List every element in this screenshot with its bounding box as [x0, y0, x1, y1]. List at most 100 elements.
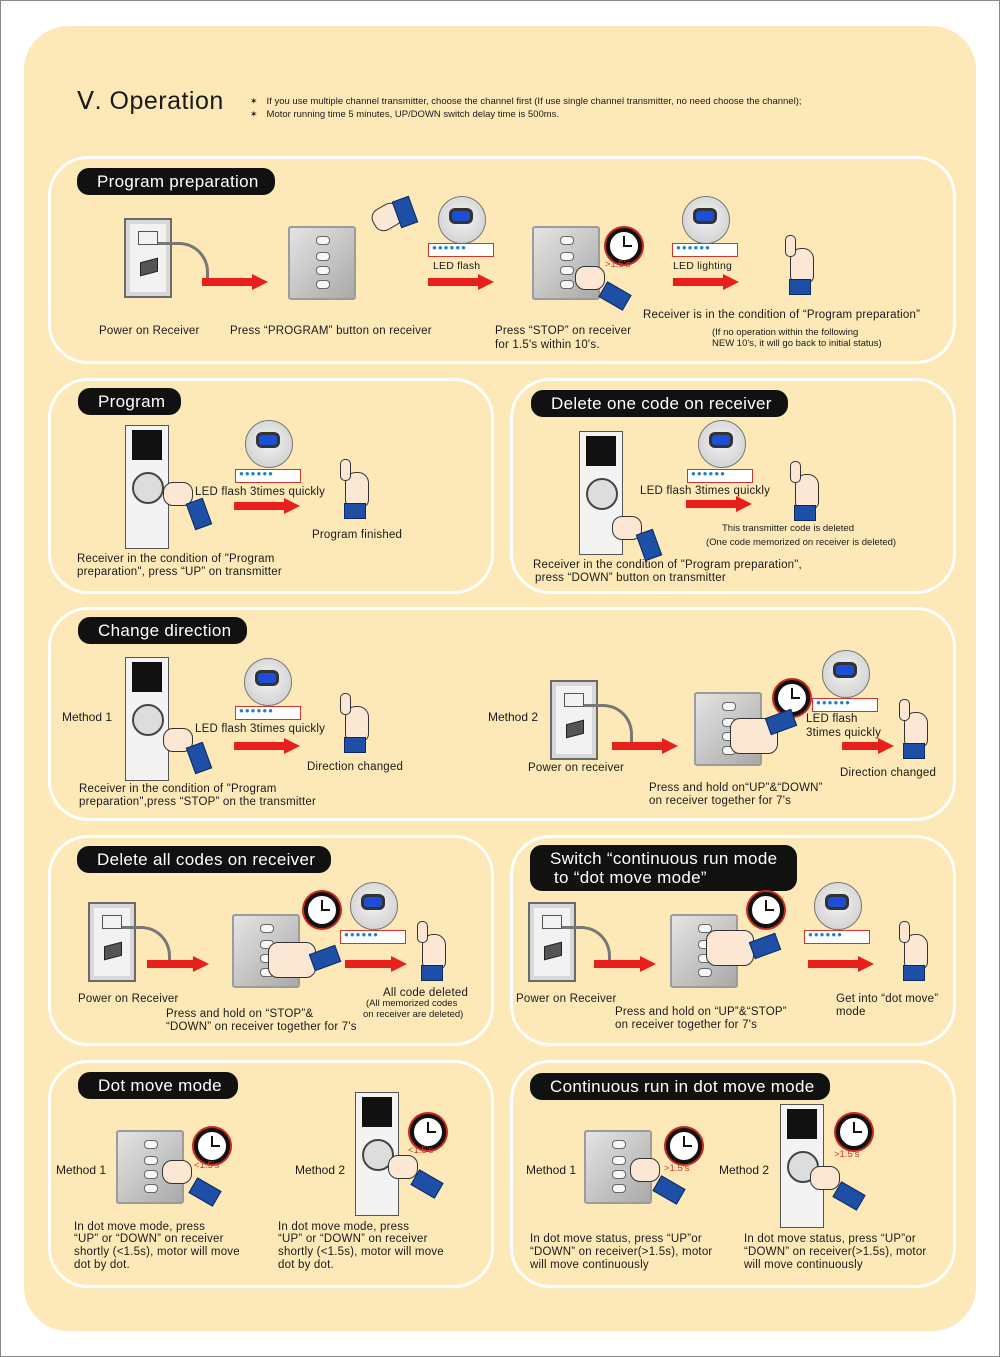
note-text: NEW 10's, it will go back to initial sta… [712, 338, 882, 349]
delete-one-desc: Receiver in the condition of "Program pr… [533, 559, 802, 571]
transmitter-icon [125, 425, 169, 549]
switch-mode-label-line: to “dot move mode” [554, 868, 707, 887]
red-arrow-icon [842, 738, 894, 754]
program-desc: preparation", press “UP” on transmitter [77, 566, 282, 578]
method-1-label: Method 1 [62, 710, 113, 724]
dot-move-label: Dot move mode [78, 1072, 238, 1099]
red-arrow-icon [234, 738, 300, 754]
method-2-label: Method 2 [295, 1163, 346, 1177]
continuous-label: Continuous run in dot move mode [530, 1073, 831, 1100]
hand-press-icon [706, 930, 754, 966]
dot-move-desc-1: dot by dot. [74, 1259, 130, 1271]
led-bubble-icon [245, 420, 293, 468]
method-2-desc: Press and hold on“UP”&“DOWN” [649, 782, 823, 794]
hand-press-icon [630, 1158, 660, 1182]
receiver-icon [584, 1130, 652, 1204]
header-notes: If you use multiple channel transmitter,… [250, 95, 802, 121]
dot-move-desc-2: shortly (<1.5s), motor will move [278, 1246, 444, 1258]
led-row-icon [804, 930, 870, 944]
note-line: Motor running time 5 minutes, UP/DOWN sw… [250, 108, 802, 121]
delete-one-result: This transmitter code is deleted [722, 523, 855, 534]
dot-move-desc-2: “UP” or “DOWN” on receiver [278, 1233, 428, 1245]
led-row-icon [340, 930, 406, 944]
clock-icon [666, 1128, 702, 1164]
direction-changed-text: Direction changed [307, 761, 404, 773]
method-1-desc: preparation",press “STOP” on the transmi… [79, 796, 317, 808]
ok-hand-icon [790, 461, 819, 521]
led-flash-text: LED flash 3times quickly [195, 723, 326, 735]
delete-all-desc: Press and hold on “STOP”& [166, 1008, 314, 1020]
red-arrow-icon [234, 498, 300, 514]
led-bubble-icon [244, 658, 292, 706]
clock-icon [836, 1114, 872, 1150]
power-on-text: Power on Receiver [99, 325, 200, 337]
program-desc: Receiver in the condition of "Program [77, 553, 275, 565]
note-line: If you use multiple channel transmitter,… [250, 95, 802, 108]
led-row-icon [812, 698, 878, 712]
led-row-icon [235, 469, 301, 483]
clock-icon [748, 892, 784, 928]
switch-mode-desc: on receiver together for 7's [615, 1019, 758, 1031]
clock-icon [194, 1128, 230, 1164]
led-row-icon [672, 243, 738, 257]
ok-hand-icon [785, 235, 814, 295]
red-arrow-icon [202, 274, 268, 290]
continuous-desc-2: “DOWN” on receiver(>1.5s), motor [744, 1246, 927, 1258]
method-1-desc: Receiver in the condition of "Program [79, 783, 277, 795]
led-flash-text: LED flash [806, 713, 858, 725]
press-stop-text: for 1.5's within 10's. [495, 339, 600, 351]
led-bubble-icon [814, 882, 862, 930]
led-flash-text: LED flash 3times quickly [195, 486, 326, 498]
hand-press-icon [163, 728, 193, 752]
led-bubble-icon [698, 420, 746, 468]
program-finished-text: Program finished [312, 529, 403, 541]
red-arrow-icon [686, 496, 752, 512]
clock-icon [410, 1114, 446, 1150]
page-title: Ⅴ. Operation [77, 87, 224, 115]
cable-icon [158, 242, 209, 283]
time-label: >1.5's [605, 259, 631, 270]
red-arrow-icon [594, 956, 656, 972]
time-label: >1.5's [834, 1149, 860, 1160]
time-label: <1.5's [194, 1160, 220, 1171]
direction-changed-text: Direction changed [840, 767, 937, 779]
method-2-desc: on receiver together for 7's [649, 795, 792, 807]
led-flash-text: LED flash 3times quickly [640, 485, 771, 497]
delete-all-note: on receiver are deleted) [363, 1009, 464, 1020]
delete-one-result: (One code memorized on receiver is delet… [706, 537, 897, 548]
clock-icon [606, 228, 642, 264]
led-lighting-text: LED lighting [673, 260, 733, 272]
time-label: <1.5's [408, 1145, 434, 1156]
continuous-desc-2: will move continuously [744, 1259, 863, 1271]
red-arrow-icon [808, 956, 874, 972]
transmitter-icon [579, 431, 623, 555]
continuous-desc-1: will move continuously [530, 1259, 649, 1271]
press-program-text: Press “PROGRAM” button on receiver [230, 325, 432, 337]
transmitter-icon [780, 1104, 824, 1228]
red-arrow-icon [147, 956, 209, 972]
note-text: (If no operation within the following [712, 327, 859, 338]
delete-all-note: (All memorized codes [366, 998, 458, 1009]
led-bubble-icon [682, 196, 730, 244]
transmitter-icon [125, 657, 169, 781]
condition-text: Receiver is in the condition of “Program… [643, 309, 921, 321]
time-label: >1.5's [664, 1163, 690, 1174]
cable-icon [584, 704, 633, 745]
switch-mode-result: mode [836, 1006, 866, 1018]
red-arrow-icon [428, 274, 494, 290]
clock-icon [304, 892, 340, 928]
power-on-text: Power on Receiver [516, 993, 617, 1005]
led-bubble-icon [822, 650, 870, 698]
hand-press-icon [268, 942, 316, 978]
method-2-label: Method 2 [488, 710, 539, 724]
method-2-label: Method 2 [719, 1163, 770, 1177]
delete-all-desc: “DOWN” on receiver together for 7's [166, 1021, 357, 1033]
dot-move-desc-2: dot by dot. [278, 1259, 334, 1271]
red-arrow-icon [345, 956, 407, 972]
program-preparation-label: Program preparation [77, 168, 275, 195]
red-arrow-icon [673, 274, 739, 290]
switch-mode-label: Switch “continuous run mode to “dot move… [530, 845, 798, 891]
receiver-icon [288, 226, 356, 300]
hand-press-icon [810, 1166, 840, 1190]
led-flash-text: LED flash [433, 260, 481, 272]
